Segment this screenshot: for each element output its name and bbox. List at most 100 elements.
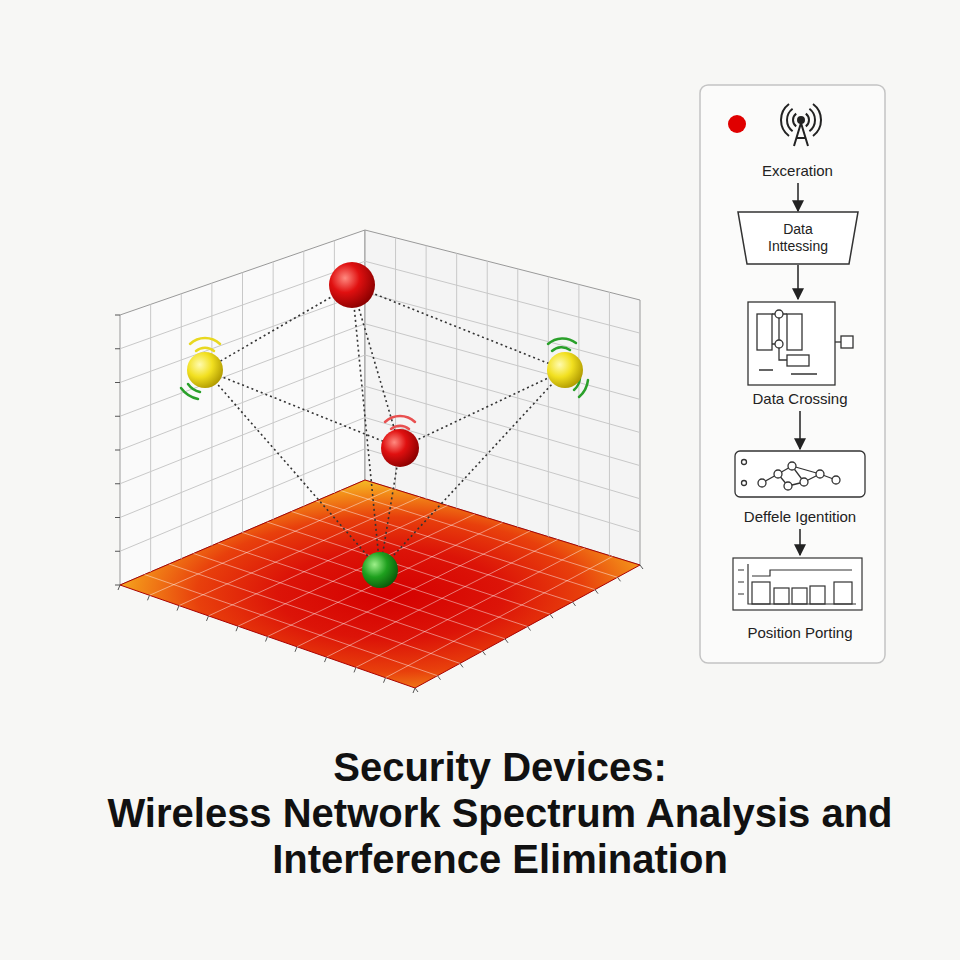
icon-port [841,336,853,348]
dotted-link [352,285,565,370]
chart-bar [834,582,852,604]
icon-wire [772,314,787,360]
dotted-link [205,370,380,570]
step-label: Exceration [762,162,833,180]
antenna-symbol [781,104,821,146]
grid-line [365,324,640,400]
green-sphere [362,552,398,588]
axis-tick [236,626,238,631]
radio-wave [793,114,796,127]
icon-group [748,302,853,385]
axis-tick [115,517,120,518]
graph-node [758,479,766,487]
grid-line [365,293,640,367]
title-spacer [710,744,910,784]
axis-tick [115,450,120,451]
process-step: Deffele Igentition [720,450,880,528]
icon-group [735,451,865,497]
axis-tick [595,590,598,594]
dotted-link [400,370,565,448]
yellow-sphere [187,352,223,388]
chart-ticks [738,570,744,594]
axis-tick [415,688,418,692]
radio-wave [809,109,815,131]
axis-tick [618,577,621,581]
axis-tick [115,483,120,484]
icon-node [775,340,783,348]
grid-line [120,261,365,349]
process-step: Exceration [715,92,880,182]
signal-arc [579,380,588,397]
trapezoid-shape [738,212,858,264]
graph-node [800,478,808,486]
chart-step [752,570,852,576]
axis-tick [118,585,120,590]
chart-axis [748,564,856,604]
flow-arrow [797,183,799,211]
grid-line [268,523,503,637]
axis-tick [207,616,209,621]
icon-frame [733,558,862,610]
graph-node [774,470,782,478]
processor-icon [748,302,853,385]
axis-tick [640,565,643,569]
grid-line [267,522,550,614]
axis-tick [295,647,297,652]
signal-arc [181,388,198,399]
axis-tick [573,602,576,606]
axis-tick [325,657,327,662]
flow-arrow [799,411,801,449]
icon-group [738,212,858,264]
step-label: Position Porting [747,624,852,642]
radio-wave [806,114,809,127]
flow-panel [700,85,885,663]
chart-bar [752,582,770,604]
icon-group [733,558,862,610]
axis-tick [483,651,486,655]
icon-dot [742,460,747,465]
process-step: Position Porting [718,556,882,644]
axis-tick [550,614,553,618]
grid-line [120,355,365,450]
step-label: Data Crossing [752,390,847,408]
icon-wire [759,370,817,374]
axis-tick [528,627,531,631]
signal-arc [548,338,576,344]
title-spacer [90,744,290,784]
icon-frame [748,302,835,385]
antenna-tip [798,117,804,123]
axis-tick [266,637,268,642]
chart-bar [810,586,825,604]
axis-tick [115,315,120,316]
network-icon [735,451,865,497]
heatmap-floor [120,480,640,688]
axis-tick [115,585,120,586]
grid-line [120,418,365,518]
grid-line [316,501,595,590]
icon-group [728,104,821,146]
flow-arrow [799,529,801,555]
step-label: Data Inttessing [755,221,841,255]
status-dot [728,115,746,133]
axis-tick [413,688,415,693]
radio-wave [781,104,789,136]
red-sphere [381,429,419,467]
dotted-link [380,370,565,570]
axis-tick [115,382,120,383]
signal-arc [190,338,220,344]
chart-bar [774,588,789,604]
grid-line [365,418,640,499]
grid-lines [115,238,643,693]
icon-block [757,314,772,350]
axis-tick [177,606,179,611]
process-step: Data Crossing [725,300,875,410]
axis-tick [438,676,441,680]
dotted-link [205,285,352,370]
graph-node [788,462,796,470]
grid-line [218,543,505,639]
step-label: Deffele Igentition [744,508,856,526]
page-title: Security Devices: Wireless Network Spect… [90,744,910,882]
signal-arc [196,348,214,351]
grid-line [292,512,573,602]
axis-tick [354,667,356,672]
